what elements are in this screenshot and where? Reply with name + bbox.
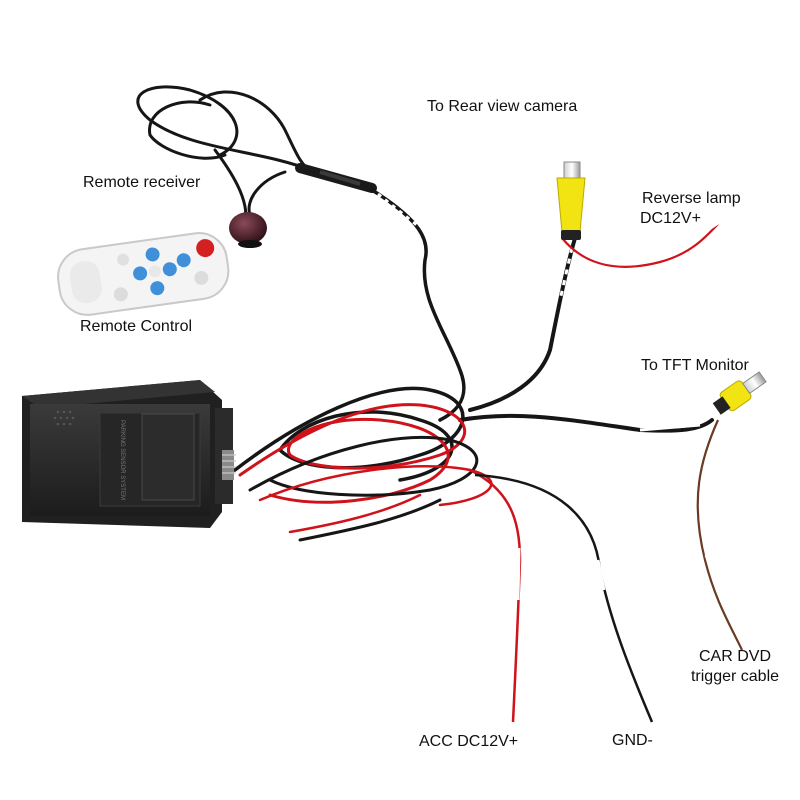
label-gnd: GND-	[612, 732, 653, 749]
remote-receiver-connector	[295, 163, 377, 193]
box-speaker-grille	[53, 410, 75, 426]
label-reverse-lamp-line1: Reverse lamp	[642, 190, 741, 207]
remote-dpad	[133, 247, 191, 296]
label-acc: ACC DC12V+	[419, 733, 519, 750]
tft-monitor-cable	[458, 413, 714, 433]
label-car-dvd-line2: trigger cable	[690, 668, 780, 685]
box-printed-label: PARKING SENSOR SYSTEM	[119, 420, 125, 500]
reverse-lamp-wire	[561, 223, 719, 268]
main-cable-bundle	[233, 386, 493, 542]
label-reverse-lamp-line2: DC12V+	[640, 210, 701, 227]
rear-camera-cable	[468, 236, 577, 412]
label-car-dvd: CAR DVD trigger cable	[680, 648, 790, 686]
label-reverse-lamp: Reverse lamp DC12V+	[640, 190, 741, 228]
remote-receiver-cable	[136, 85, 314, 224]
remote-control	[57, 232, 230, 316]
remote-receiver-eye	[229, 212, 267, 248]
label-car-dvd-line1: CAR DVD	[698, 648, 771, 665]
rear-camera-rca-connector	[556, 161, 586, 240]
tft-monitor-rca-connector	[712, 371, 767, 415]
gnd-wire	[474, 473, 654, 723]
remote-power-button	[196, 239, 215, 258]
label-remote-control: Remote Control	[80, 318, 193, 335]
acc-wire	[469, 468, 522, 723]
receiver-to-box-cable	[370, 188, 466, 422]
label-remote-receiver: Remote receiver	[83, 174, 201, 191]
label-tft-monitor: To TFT Monitor	[641, 357, 749, 374]
label-rear-camera: To Rear view camera	[427, 98, 578, 115]
control-box: PARKING SENSOR SYSTEM	[22, 380, 236, 528]
car-dvd-trigger-wire	[696, 419, 743, 651]
